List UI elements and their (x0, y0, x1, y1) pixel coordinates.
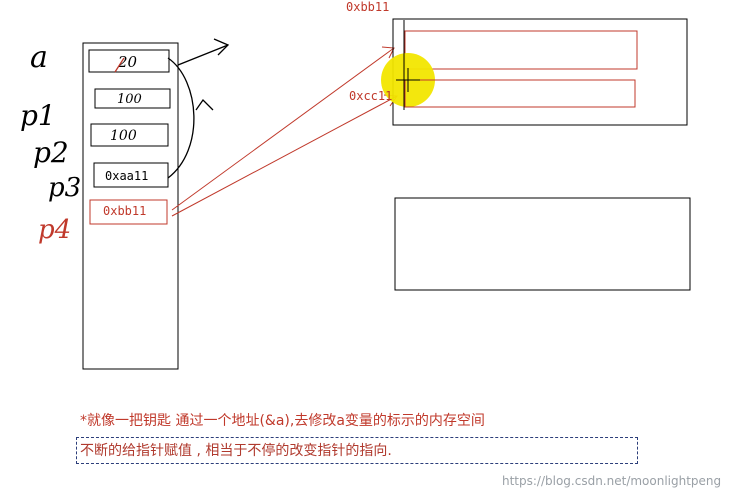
heap-address-top: 0xbb11 (346, 0, 389, 14)
cell-p1-value: 100 (117, 92, 142, 107)
heap-cell-bottom (404, 79, 636, 108)
arrowhead-up (213, 38, 230, 56)
cell-a (88, 49, 170, 73)
pointer-curve-a (167, 57, 195, 179)
heap-cell-top (404, 30, 638, 70)
label-p4: p4 (38, 215, 71, 245)
label-a: a (30, 40, 48, 75)
cell-p4-value: 0xbb11 (103, 204, 146, 218)
heap-address-mid: 0xcc11 (349, 89, 392, 103)
cell-p3-value: 0xaa11 (105, 169, 148, 183)
cell-p2-value: 100 (110, 128, 137, 144)
heap-block (392, 18, 688, 126)
empty-block (394, 197, 691, 291)
label-p1: p1 (20, 99, 56, 132)
strike-mark (114, 57, 125, 73)
pointer-line-2 (171, 95, 398, 217)
pointer-line-1 (171, 47, 395, 211)
cell-p4 (89, 199, 168, 225)
cell-p2 (90, 123, 169, 147)
cell-p1 (94, 88, 171, 109)
cell-p3 (93, 162, 169, 188)
note-line-1: *就像一把钥匙 通过一个地址(&a),去修改a变量的标示的内存空间 (80, 413, 485, 429)
arrowhead-red-1 (381, 46, 395, 59)
label-p3: p3 (48, 173, 81, 203)
text-selection-box (76, 437, 638, 464)
note-line-2: 不断的给指针赋值 , 相当于不停的改变指针的指向. (80, 443, 392, 459)
arrowhead-mid (195, 98, 214, 111)
label-p2: p2 (33, 136, 69, 169)
cell-a-value: 20 (117, 53, 138, 71)
pointer-arrow-up (177, 44, 229, 66)
watermark: https://blog.csdn.net/moonlightpeng (502, 474, 722, 488)
